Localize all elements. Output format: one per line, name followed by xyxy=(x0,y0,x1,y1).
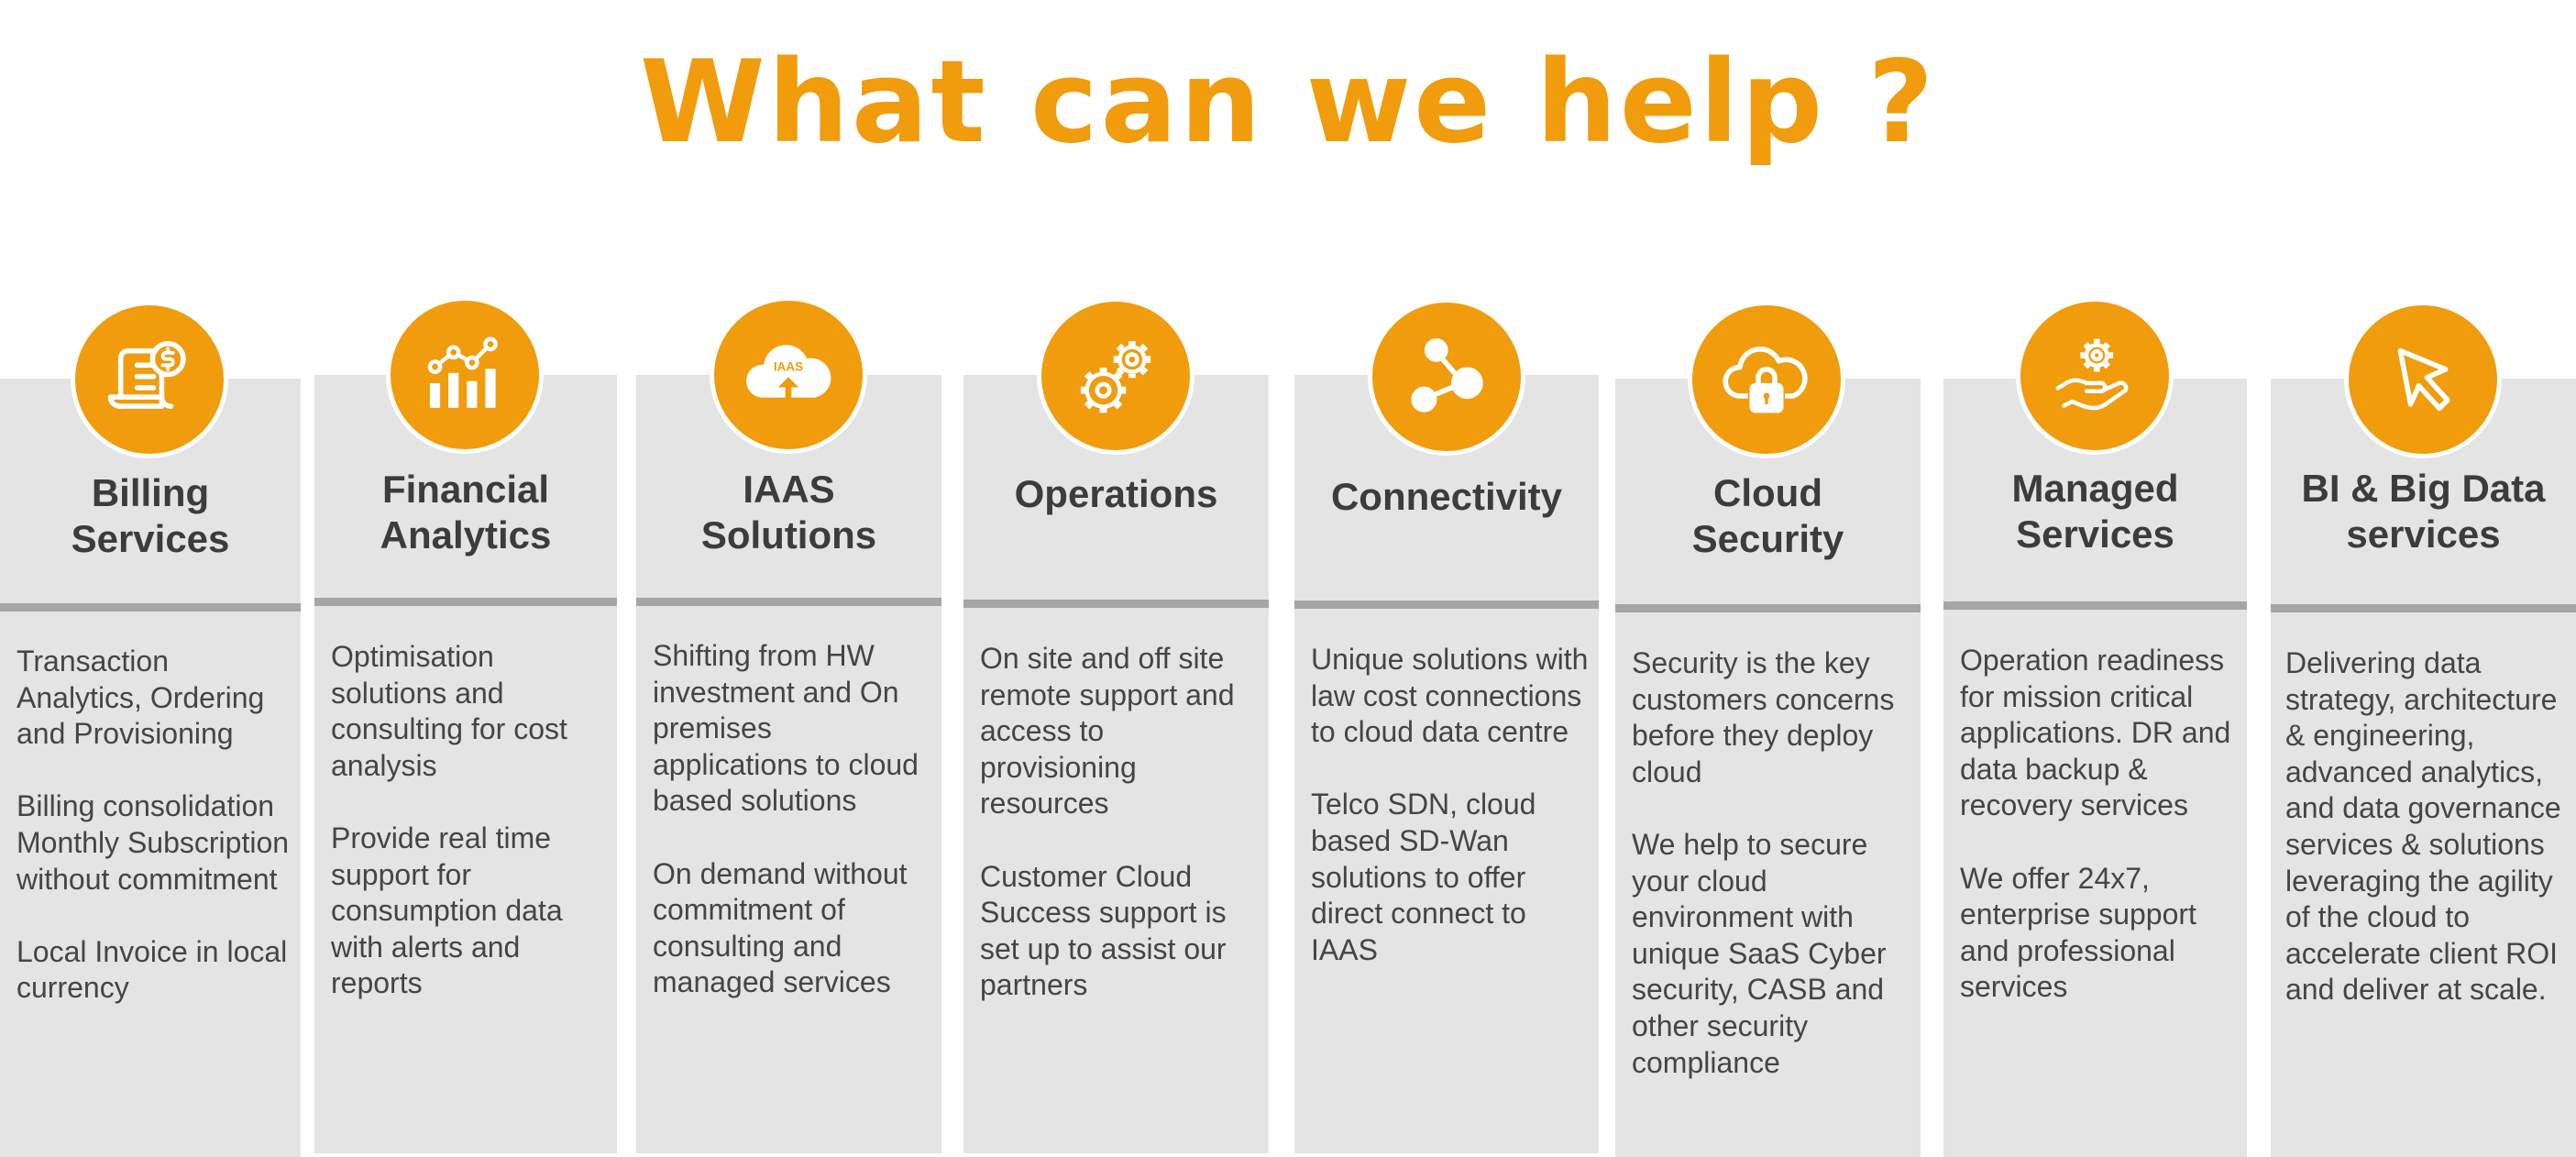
card-connectivity: Connectivity Unique solutions with law c… xyxy=(1294,375,1599,1153)
network-nodes-icon xyxy=(1368,298,1525,456)
card-separator xyxy=(636,598,941,606)
card-cloud-security: Cloud Security Security is the key custo… xyxy=(1615,379,1921,1157)
card-managed: Managed Services Operation readiness for… xyxy=(1943,379,2247,1157)
card-heading: Operations xyxy=(1014,472,1218,515)
card-body: Operation readiness for mission critical… xyxy=(1960,644,2231,1004)
analytics-chart-icon xyxy=(386,296,544,454)
hand-gear-icon xyxy=(2016,297,2174,455)
card-body: On site and off site remote support and … xyxy=(980,642,1235,1002)
card-heading: Cloud Security xyxy=(1691,471,1844,560)
card-financial: Financial Analytics Optimisation solutio… xyxy=(314,375,617,1153)
card-heading: Connectivity xyxy=(1330,475,1563,518)
cursor-arrow-icon xyxy=(2344,301,2502,458)
card-body: Security is the key customers concerns b… xyxy=(1632,646,1895,1079)
card-bi: BI & Big Data services Delivering data s… xyxy=(2271,379,2576,1157)
card-separator xyxy=(0,603,301,612)
card-heading: IAAS Solutions xyxy=(700,468,877,556)
page-title: What can we help ? xyxy=(639,37,1937,169)
card-heading: Billing Services xyxy=(71,471,230,560)
invoice-dollar-icon xyxy=(71,301,228,458)
card-separator xyxy=(2271,604,2576,612)
card-operations: Operations On site and off site remote s… xyxy=(963,375,1269,1153)
card-heading: Financial Analytics xyxy=(380,468,552,556)
card-body: Delivering data strategy, architecture &… xyxy=(2285,646,2561,1007)
card-separator xyxy=(314,598,617,606)
card-body: Shifting from HW investment and On premi… xyxy=(653,639,919,999)
card-body: Unique solutions with law cost connectio… xyxy=(1311,643,1589,966)
cloud-lock-icon xyxy=(1688,301,1845,458)
gears-icon xyxy=(1037,297,1194,455)
card-body: Transaction Analytics, Ordering and Prov… xyxy=(17,645,290,1005)
cloud-upload-icon: IAAS xyxy=(710,296,867,454)
card-separator xyxy=(1615,604,1921,612)
card-separator xyxy=(1294,601,1599,609)
card-body: Optimisation solutions and consulting fo… xyxy=(331,640,567,1000)
card-billing: Billing Services Transaction Analytics, … xyxy=(0,379,301,1157)
card-separator xyxy=(963,600,1269,608)
card-heading: Managed Services xyxy=(2011,467,2179,556)
card-heading: BI & Big Data services xyxy=(2301,467,2546,556)
card-separator xyxy=(1943,601,2247,610)
card-iaas: IAAS Solutions Shifting from HW investme… xyxy=(636,375,941,1153)
svg-text:IAAS: IAAS xyxy=(774,360,803,374)
